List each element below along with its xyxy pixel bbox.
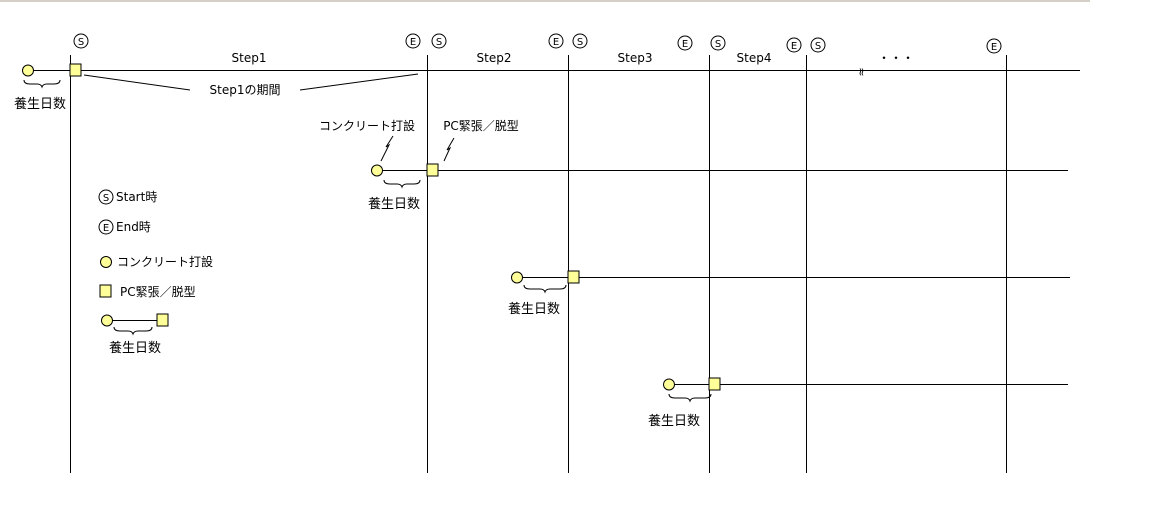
legend-pour-label: コンクリート打設 — [117, 254, 213, 269]
svg-text:E: E — [410, 37, 416, 48]
svg-text:S: S — [715, 39, 721, 50]
tension-leader — [443, 137, 455, 162]
pour-circle-icon — [100, 256, 112, 268]
ellipsis: ・・・ — [878, 51, 914, 65]
svg-text:E: E — [791, 41, 797, 52]
start-marker-icon: S — [710, 35, 726, 51]
tension-square-icon — [567, 270, 580, 284]
legend-end-label: End時 — [116, 220, 151, 234]
end-marker-icon: E — [677, 35, 693, 51]
tension-square-icon — [426, 163, 439, 177]
end-marker-icon: E — [786, 37, 802, 53]
step-label: Step1 — [232, 51, 267, 65]
start-marker-icon: S — [98, 189, 114, 205]
step-boundaries — [70, 55, 1007, 473]
legend-start-label: Start時 — [116, 190, 157, 204]
step-label: Step3 — [618, 51, 653, 65]
step-label: Step2 — [477, 51, 512, 65]
end-marker-icon: E — [98, 219, 114, 235]
break-mark-icon: ≈ — [855, 67, 868, 76]
curing-label: 養生日数 — [648, 413, 700, 429]
tension-square-icon — [69, 63, 82, 77]
legend-curing-label: 養生日数 — [109, 340, 161, 356]
pour-circle-icon — [663, 378, 675, 391]
svg-text:E: E — [991, 42, 997, 53]
svg-text:S: S — [436, 37, 442, 48]
svg-text:E: E — [103, 223, 109, 234]
start-marker-icon: S — [73, 33, 89, 49]
curing-brace-icon — [523, 284, 567, 294]
curing-label: 養生日数 — [508, 301, 560, 317]
svg-text:E: E — [682, 39, 688, 50]
start-marker-icon: S — [810, 37, 826, 53]
period-leader-right — [299, 73, 419, 91]
curing-brace-icon — [113, 326, 153, 336]
curing-brace-icon — [383, 179, 421, 189]
pour-circle-icon — [101, 314, 113, 327]
end-marker-icon: E — [986, 38, 1002, 54]
legend: S Start時 E End時 コンクリート打設 PC緊張／脱型 養生日数 — [98, 189, 213, 356]
step-markers: S E S E S E S E S E — [73, 33, 1002, 54]
svg-text:S: S — [577, 37, 583, 48]
curing-label: 養生日数 — [14, 96, 66, 112]
step-label: Step4 — [737, 51, 772, 65]
tension-label: PC緊張／脱型 — [443, 118, 519, 133]
start-marker-icon: S — [572, 33, 588, 49]
curing-brace-icon — [23, 79, 61, 89]
curing-brace-icon — [668, 393, 712, 403]
end-marker-icon: E — [548, 33, 564, 49]
tension-square-icon — [708, 377, 721, 391]
pour-label: コンクリート打設 — [319, 118, 415, 133]
pour-circle-icon — [371, 164, 383, 177]
svg-text:E: E — [553, 37, 559, 48]
period-label: Step1の期間 — [210, 83, 281, 97]
pour-circle-icon — [511, 271, 523, 284]
period-leader-left — [83, 74, 191, 91]
pour-leader — [380, 135, 394, 162]
legend-tension-label: PC緊張／脱型 — [120, 284, 196, 299]
curing-label: 養生日数 — [368, 196, 420, 212]
end-marker-icon: E — [405, 33, 421, 49]
tension-square-icon — [99, 284, 112, 298]
start-marker-icon: S — [431, 33, 447, 49]
svg-text:S: S — [815, 41, 821, 52]
tension-square-icon — [156, 313, 169, 327]
pour-circle-icon — [22, 64, 34, 77]
svg-text:S: S — [78, 37, 84, 48]
svg-text:S: S — [103, 193, 109, 204]
